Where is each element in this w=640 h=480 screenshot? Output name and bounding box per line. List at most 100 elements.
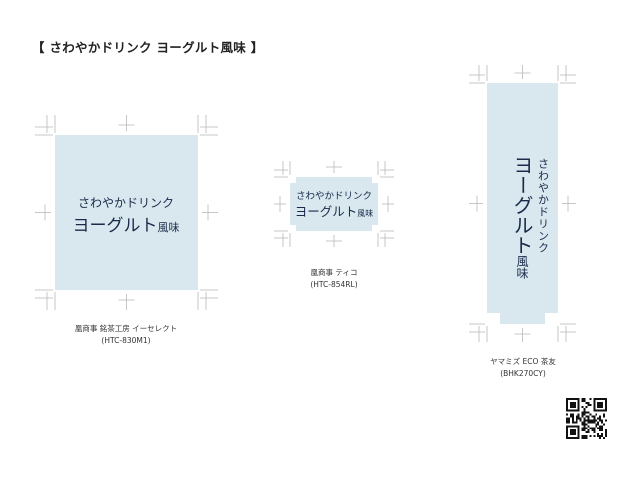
qr-module (581, 429, 584, 432)
qr-module (566, 413, 568, 416)
qr-module (573, 421, 576, 424)
qr-module (575, 415, 578, 418)
qr-module (601, 435, 604, 438)
label-2-line2-main: ヨーグルト (295, 204, 358, 219)
qr-module (589, 427, 592, 430)
qr-module (577, 413, 580, 416)
qr-module (566, 419, 568, 422)
label-1-line2-suffix: 風味 (158, 221, 180, 234)
label-2-maker: 凰商事 ティコ (310, 268, 358, 277)
label-1-caption: 凰商事 銘茶工房 イーセレクト (HTC-830M1) (6, 323, 246, 347)
qr-module (587, 421, 590, 424)
qr-module (595, 425, 598, 428)
qr-module (585, 419, 588, 422)
qr-module (597, 427, 600, 430)
qr-module (595, 419, 598, 422)
qr-module (599, 437, 602, 439)
qr-module (585, 427, 588, 430)
qr-module (577, 417, 580, 420)
qr-module (579, 419, 582, 422)
qr-module (603, 415, 606, 418)
qr-module (583, 413, 586, 416)
label-2-caption: 凰商事 ティコ (HTC-854RL) (214, 267, 454, 291)
qr-module (566, 398, 568, 412)
qr-module (583, 409, 586, 412)
qr-module (585, 405, 588, 408)
qr-module (571, 417, 574, 420)
qr-module (591, 419, 594, 422)
qr-module (575, 419, 578, 422)
qr-module (597, 401, 604, 408)
qr-module (585, 401, 588, 404)
qr-module (566, 417, 568, 420)
qr-module (597, 421, 600, 424)
qr-module (587, 429, 590, 432)
qr-module (593, 417, 596, 420)
qr-module (583, 417, 586, 420)
qr-module (581, 398, 584, 400)
label-3-col2-suffix: 風味 (515, 255, 529, 279)
label-2-line2: ヨーグルト風味 (295, 204, 374, 219)
label-3-panel (487, 83, 558, 324)
qr-module (587, 431, 590, 434)
qr-module (605, 433, 607, 436)
qr-module (593, 409, 607, 412)
qr-module (581, 421, 584, 424)
qr-module (589, 398, 592, 400)
qr-module (583, 437, 586, 439)
qr-module (597, 433, 600, 436)
qr-module (605, 398, 607, 412)
qr-module (581, 437, 584, 439)
qr-module (583, 421, 586, 424)
qr-module (581, 427, 584, 430)
qr-module (583, 411, 586, 414)
qr-module (583, 425, 586, 428)
qr-module (589, 403, 592, 406)
qr-code-icon[interactable] (566, 398, 607, 439)
qr-module (593, 419, 596, 422)
qr-module (583, 398, 586, 400)
qr-module (591, 421, 594, 424)
qr-module (571, 419, 574, 422)
qr-module (601, 427, 604, 430)
qr-module (587, 415, 590, 418)
qr-module (591, 427, 594, 430)
qr-module (566, 437, 580, 439)
qr-module (605, 429, 607, 432)
qr-module (593, 431, 596, 434)
qr-module (583, 435, 586, 438)
qr-module (587, 419, 590, 422)
qr-module (599, 419, 602, 422)
qr-module (603, 437, 606, 439)
label-1-maker: 凰商事 銘茶工房 イーセレクト (74, 324, 178, 333)
qr-module (581, 435, 584, 438)
label-3-col2: ヨーグルト風味 (510, 155, 534, 279)
qr-module (567, 417, 570, 420)
qr-module (587, 401, 590, 404)
qr-module (581, 399, 584, 402)
qr-module (601, 429, 604, 432)
qr-module (599, 427, 602, 430)
qr-module (583, 399, 586, 402)
label-2-panel (290, 177, 378, 231)
qr-module (571, 421, 574, 424)
qr-module (605, 435, 607, 438)
qr-module (597, 435, 600, 438)
qr-module (585, 431, 588, 434)
qr-module (583, 407, 586, 410)
crop-marks (35, 65, 576, 342)
label-3-maker: ヤマミズ ECO 茶友 (490, 357, 556, 366)
qr-module (566, 421, 568, 424)
qr-module (585, 423, 588, 426)
qr-module (587, 417, 590, 420)
qr-module (587, 403, 590, 406)
label-2-line2-suffix: 風味 (357, 208, 373, 218)
qr-module (567, 419, 570, 422)
qr-module (603, 413, 606, 416)
qr-module (581, 411, 584, 414)
qr-module (589, 421, 592, 424)
qr-module (569, 429, 576, 436)
qr-module (595, 423, 598, 426)
label-2-model: (HTC-854RL) (310, 280, 358, 289)
